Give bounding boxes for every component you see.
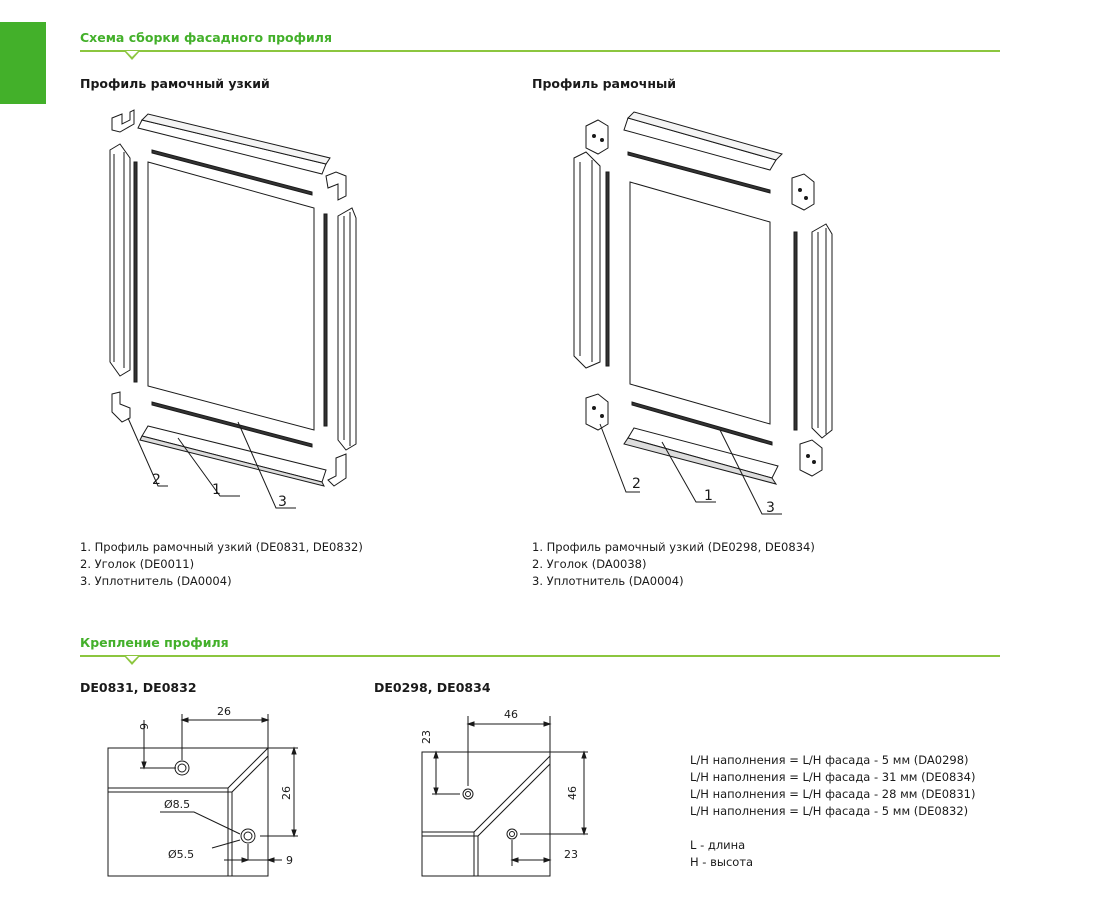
legend-item: 1. Профиль рамочный узкий (DE0298, DE083… <box>532 540 815 554</box>
narrow-profile-exploded-diagram: 2 1 3 <box>109 109 357 510</box>
note-length: L - длина <box>690 838 746 852</box>
fill-size-formulas: L/H наполнения = L/H фасада - 5 мм (DA02… <box>690 752 975 871</box>
note-height: H - высота <box>690 855 754 869</box>
section-title-mounting: Крепление профиля <box>80 635 229 650</box>
callout-1: 1 <box>704 488 713 504</box>
mounting-drawing-de0831: 26 9 26 Ø8.5 Ø5.5 9 <box>107 705 298 877</box>
regular-profile-title: Профиль рамочный <box>532 76 677 91</box>
divider-notch-inner <box>126 51 138 57</box>
callout-3: 3 <box>278 494 287 510</box>
dim-offset-9: 9 <box>138 723 151 730</box>
dim-height-26: 26 <box>280 786 293 800</box>
dim-height-46: 46 <box>566 786 579 800</box>
formula-line: L/H наполнения = L/H фасада - 31 мм (DE0… <box>690 770 976 784</box>
regular-profile-exploded-diagram: 2 1 3 <box>573 111 833 516</box>
callout-2: 2 <box>152 472 161 488</box>
legend-item: 1. Профиль рамочный узкий (DE0831, DE083… <box>80 540 363 554</box>
legend-item: 3. Уплотнитель (DA0004) <box>532 574 684 588</box>
regular-profile-legend: 1. Профиль рамочный узкий (DE0298, DE083… <box>532 539 815 590</box>
dim-hole-big: Ø8.5 <box>164 798 190 811</box>
dim-offset-23: 23 <box>420 730 433 744</box>
formula-line: L/H наполнения = L/H фасада - 5 мм (DE08… <box>690 804 969 818</box>
callout-2: 2 <box>632 476 641 492</box>
dim-width-46: 46 <box>504 708 518 721</box>
legend-item: 2. Уголок (DA0038) <box>532 557 647 571</box>
legend-item: 2. Уголок (DE0011) <box>80 557 195 571</box>
mounting-right-title: DE0298, DE0834 <box>374 680 491 695</box>
dim-offset-x-23: 23 <box>564 848 578 861</box>
section-divider <box>80 50 1000 52</box>
narrow-profile-legend: 1. Профиль рамочный узкий (DE0831, DE083… <box>80 539 363 590</box>
mounting-left-title: DE0831, DE0832 <box>80 680 197 695</box>
formula-line: L/H наполнения = L/H фасада - 28 мм (DE0… <box>690 787 976 801</box>
formula-line: L/H наполнения = L/H фасада - 5 мм (DA02… <box>690 753 969 767</box>
divider-notch-inner <box>126 656 138 662</box>
mounting-drawing-de0298: 46 23 46 23 <box>420 708 588 877</box>
section-divider <box>80 655 1000 657</box>
dim-offset-x-9: 9 <box>286 854 293 867</box>
callout-1: 1 <box>212 482 221 498</box>
legend-item: 3. Уплотнитель (DA0004) <box>80 574 232 588</box>
narrow-profile-title: Профиль рамочный узкий <box>80 76 270 91</box>
section-title-assembly: Схема сборки фасадного профиля <box>80 30 332 45</box>
dim-hole-small: Ø5.5 <box>168 848 194 861</box>
dim-width-26: 26 <box>217 705 231 718</box>
section-tab <box>0 22 46 104</box>
callout-3: 3 <box>766 500 775 516</box>
